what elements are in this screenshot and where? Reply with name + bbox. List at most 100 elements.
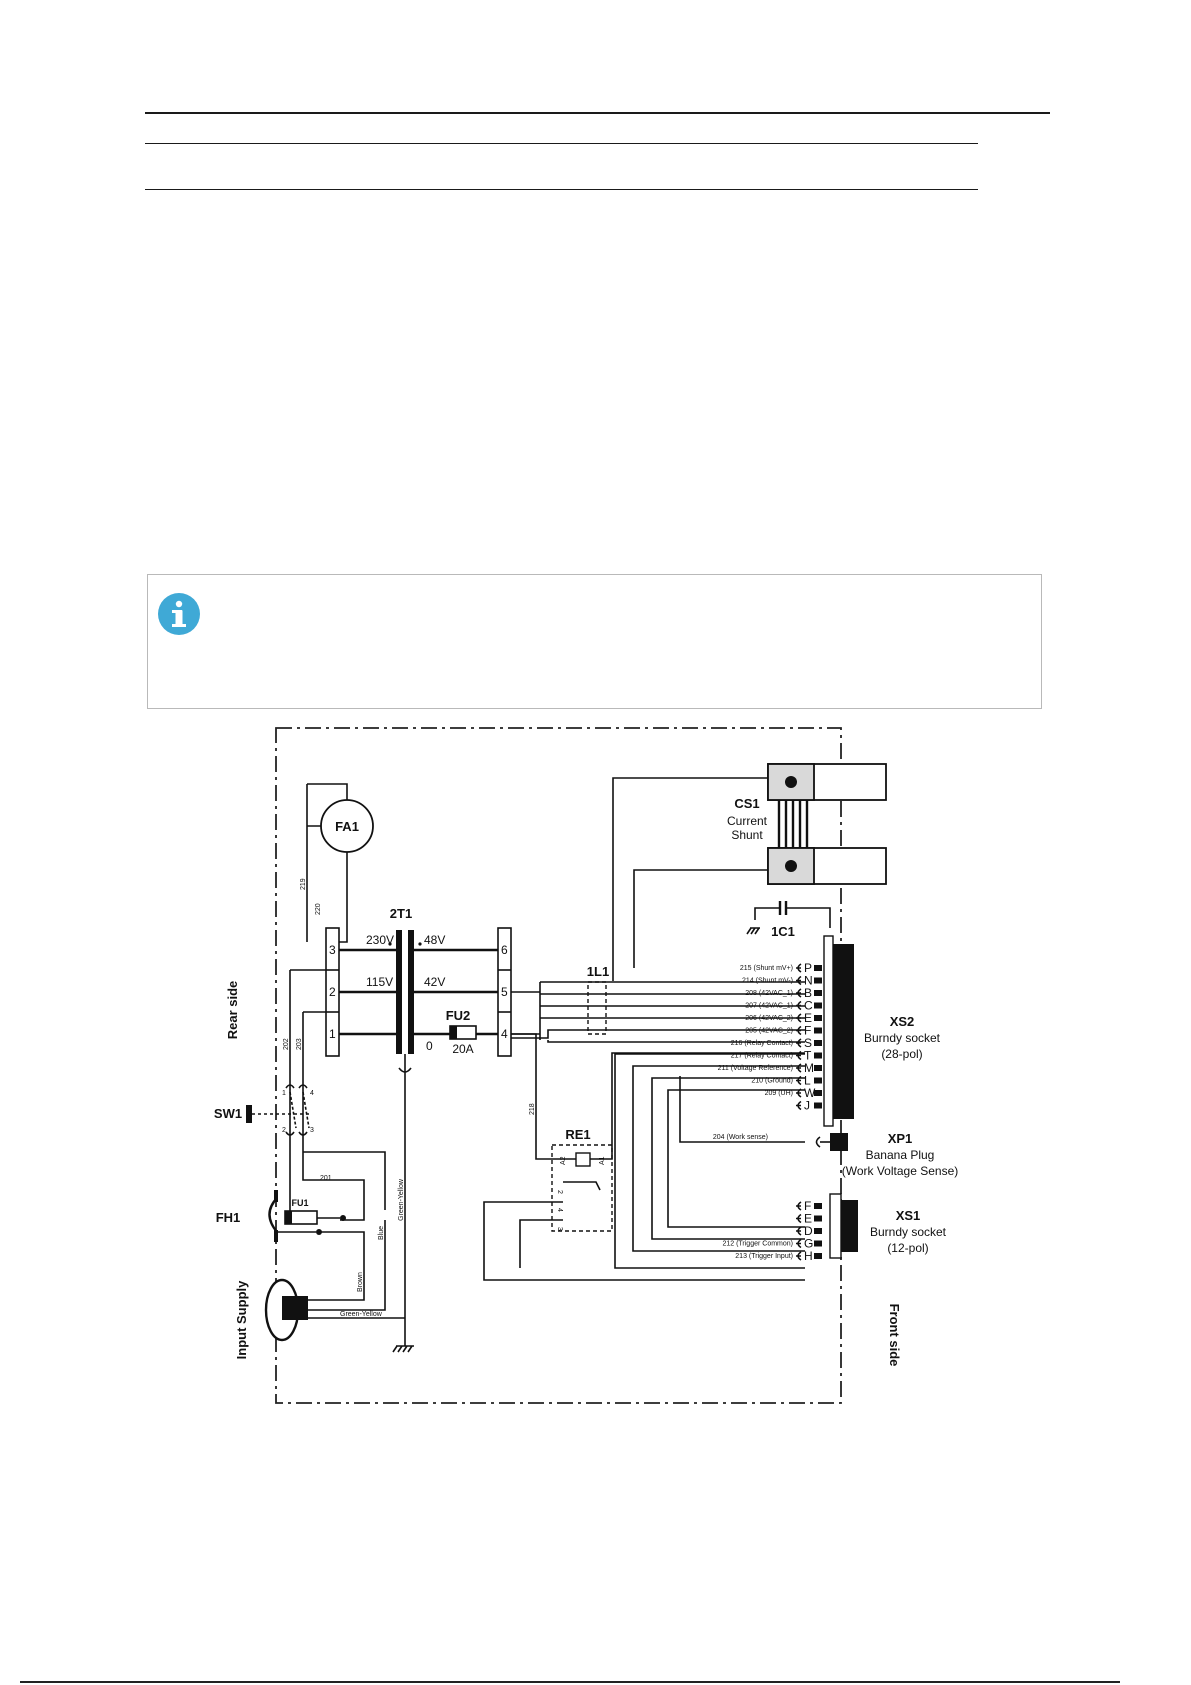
xs2-wire-label: 216 (Relay Contact) <box>731 1040 793 1047</box>
xs2-wire-label: 211 (Voltage Reference) <box>718 1065 793 1072</box>
switch-pin-4: 4 <box>310 1090 314 1097</box>
transformer-secondary-core <box>408 930 414 1054</box>
xs2-pin-wire <box>796 1038 802 1048</box>
relay-a2: A2 <box>560 1156 567 1165</box>
xs2-poles: (28-pol) <box>881 1047 922 1061</box>
xs2-pin-letter: S <box>804 1036 812 1050</box>
xs1-label: XS1 <box>896 1208 921 1223</box>
note-box <box>147 574 1042 709</box>
wire-219: 219 <box>300 878 307 890</box>
xs2-pin-letter: T <box>804 1049 812 1063</box>
xs2-pin-wire <box>796 963 802 973</box>
xs1-pin-letter: H <box>804 1249 813 1263</box>
xs2-pin-wire <box>796 1050 802 1061</box>
xs2-pin-letter: E <box>804 1011 812 1025</box>
fuse-fu2-rating: 20A <box>452 1042 473 1056</box>
xs2-pin-letter: F <box>804 1024 811 1038</box>
front-side-label: Front side <box>887 1304 902 1367</box>
xs2-wire-label: 215 (Shunt mV+) <box>740 965 793 972</box>
switch-pin-2: 2 <box>282 1127 286 1134</box>
tap-42v: 42V <box>424 975 445 989</box>
fuse-fu1-label: FU1 <box>291 1198 308 1208</box>
wire-brown: Brown <box>357 1272 364 1292</box>
header-rule-thin-lower <box>145 189 978 190</box>
xs2-pin-letter: W <box>804 1086 816 1100</box>
xs2-pin-terminal <box>814 990 822 996</box>
xs1-pin-wire <box>796 1251 802 1261</box>
switch-label: SW1 <box>214 1106 242 1121</box>
xs2-pin-wire <box>796 1063 802 1073</box>
xs2-pin-wire <box>796 1075 802 1086</box>
xs1-poles: (12-pol) <box>887 1241 928 1255</box>
capacitor-label: 1C1 <box>771 924 795 939</box>
fan-wire <box>306 783 348 943</box>
xs1-pin-wire <box>796 1213 802 1224</box>
xs2-wire-label: 210 (Ground) <box>751 1078 793 1085</box>
shunt-name-1: Current <box>727 814 768 828</box>
xs2-pin-letter: B <box>804 986 812 1000</box>
tap-230v: 230V <box>366 933 394 947</box>
relay-pin-4: 4 <box>556 1208 563 1212</box>
tap-48v: 48V <box>424 933 445 947</box>
xs2-wire-label: 214 (Shunt mV-) <box>742 978 793 985</box>
xs2-wire-label: 217 (Relay Contact) <box>731 1053 793 1060</box>
xp1-sub: (Work Voltage Sense) <box>842 1164 959 1178</box>
xs2-pin-letter: P <box>804 961 812 975</box>
xs1-wire-label: 212 (Trigger Common) <box>722 1241 793 1248</box>
terminal-2: 2 <box>329 985 336 999</box>
xs2-pin-terminal <box>814 1102 822 1109</box>
xs2-pin-wire <box>796 975 802 986</box>
wire-202: 202 <box>283 1038 290 1050</box>
xs1-pin-wire <box>796 1226 802 1236</box>
xs1-wire-label: 213 (Trigger Input) <box>735 1253 793 1260</box>
xs1-name: Burndy socket <box>870 1225 947 1239</box>
xs1-pin-wire <box>796 1238 802 1249</box>
wiring-schematic: Rear side Front side F A1 219 220 3 2 1 2… <box>214 727 959 1404</box>
relay-re1 <box>551 1144 613 1232</box>
wire-220: 220 <box>315 903 322 915</box>
terminal-5: 5 <box>501 985 508 999</box>
xs1-body <box>840 1200 858 1252</box>
shunt-label: CS1 <box>734 796 759 811</box>
xs2-wire-label: 209 (UH) <box>765 1090 793 1097</box>
xp1-name: Banana Plug <box>866 1148 935 1162</box>
choke-1l1 <box>587 981 607 1035</box>
fuse-holder-label: FH1 <box>216 1210 241 1225</box>
xs1-pin-wire <box>796 1201 802 1211</box>
xs2-wire-label: 205 (42VAC_2) <box>745 1028 793 1035</box>
info-icon <box>158 593 200 635</box>
xs1-pin-terminal <box>814 1228 822 1234</box>
xs2-pin-letter: L <box>804 1074 811 1088</box>
xs2-pin-wire <box>796 988 802 998</box>
shunt-name-2: Shunt <box>731 828 763 842</box>
xs1-pin-terminal <box>814 1253 822 1259</box>
relay-pin-3: 3 <box>556 1227 563 1231</box>
xp1-label: XP1 <box>888 1131 913 1146</box>
terminal-3: 3 <box>329 943 336 957</box>
relay-a1: A1 <box>599 1156 606 1165</box>
relay-label: RE1 <box>565 1127 590 1142</box>
xp1-plug <box>830 1133 848 1151</box>
wire-203: 203 <box>296 1038 303 1050</box>
xs2-pin-terminal <box>814 1065 822 1071</box>
terminal-4: 4 <box>501 1027 508 1041</box>
rear-side-label: Rear side <box>225 981 240 1040</box>
switch-sw1 <box>246 1105 252 1123</box>
tap-115v: 115V <box>366 975 393 989</box>
wire-blue: Blue <box>378 1226 385 1240</box>
tap-0: 0 <box>426 1039 433 1053</box>
xs2-pin-terminal <box>814 965 822 971</box>
switch-pin-1: 1 <box>282 1090 286 1097</box>
choke-label: 1L1 <box>587 964 609 979</box>
terminal-6: 6 <box>501 943 508 957</box>
xp1-wire: 204 (Work sense) <box>713 1134 768 1141</box>
terminal-1: 1 <box>329 1027 336 1041</box>
xs2-name: Burndy socket <box>864 1031 941 1045</box>
xs2-pin-wire <box>796 1100 802 1111</box>
wire-green-yellow-h: Green-Yellow <box>340 1311 383 1318</box>
xs2-pin-terminal <box>814 1015 822 1021</box>
xs2-pin-terminal <box>814 1052 822 1059</box>
xs2-pin-letter: J <box>804 1099 810 1113</box>
xs1-pin-letter: G <box>804 1237 813 1251</box>
